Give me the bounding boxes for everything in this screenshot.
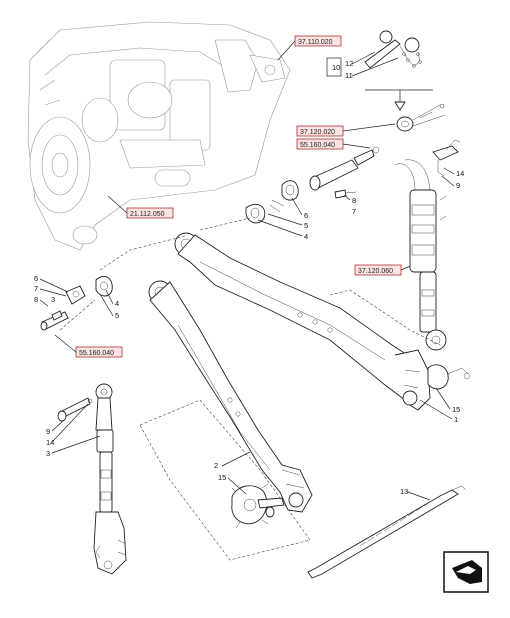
- callout-3: 3: [46, 449, 50, 458]
- callout-11: 11: [345, 71, 353, 80]
- right-bracket-clip: [432, 139, 461, 177]
- lower-link-arm-right: [174, 232, 471, 411]
- callout-2: 2: [214, 461, 218, 470]
- lynch-pin-chain-assembly: [326, 30, 446, 132]
- left-pin-parts: [40, 276, 113, 331]
- reference-box-37-120-060[interactable]: 37.120.060: [354, 264, 402, 276]
- callout-4-left: 4: [115, 299, 119, 308]
- pin-with-ring-lower: [231, 483, 285, 529]
- callout-12: 12: [345, 59, 353, 68]
- callout-14-lower: 14: [46, 438, 54, 447]
- callout-5-center: 5: [304, 221, 308, 230]
- reference-box-55-160-040-left[interactable]: 55.160.040: [75, 346, 123, 358]
- center-pin-parts: [245, 180, 357, 224]
- callout-13: 13: [400, 487, 408, 496]
- callout-7-left: 7: [34, 284, 38, 293]
- reference-box-37-110-020[interactable]: 37.110.020: [294, 35, 342, 47]
- svg-text:55.160.040: 55.160.040: [79, 350, 114, 357]
- lift-rod-pin: [57, 397, 93, 422]
- callout-14: 14: [456, 169, 464, 178]
- callout-7-center: 7: [352, 207, 356, 216]
- callout-15-lower: 15: [218, 473, 226, 482]
- assembly-guide-lines: [59, 217, 441, 561]
- callout-6-center: 6: [304, 211, 308, 220]
- reference-box-55-160-040-top[interactable]: 55.160.040: [296, 138, 344, 150]
- tractor-rear-housing: [27, 21, 291, 251]
- callout-8-center: 8: [352, 196, 356, 205]
- next-page-icon[interactable]: [443, 551, 489, 593]
- stabilizer-rod: [307, 485, 467, 579]
- callout-4-center: 4: [304, 232, 308, 241]
- callout-9-lower: 9: [46, 427, 50, 436]
- callout-15-right: 15: [452, 405, 460, 414]
- callout-9: 9: [456, 181, 460, 190]
- callout-6-left: 6: [34, 274, 38, 283]
- top-link-pin: [309, 146, 380, 191]
- callout-1: 1: [454, 415, 458, 424]
- reference-box-21-112-050[interactable]: 21.112.050: [126, 207, 174, 219]
- svg-text:21.112.050: 21.112.050: [130, 211, 165, 218]
- lift-rod-adjustable: [93, 383, 127, 575]
- svg-text:55.160.040: 55.160.040: [300, 142, 335, 149]
- svg-text:37.120.060: 37.120.060: [358, 268, 393, 275]
- callout-10: 10: [332, 63, 340, 72]
- lift-rod-cylinder: [394, 159, 447, 351]
- callout-5-left: 5: [115, 311, 119, 320]
- reference-box-37-120-020[interactable]: 37.120.020: [296, 125, 344, 137]
- svg-text:37.120.020: 37.120.020: [300, 129, 335, 136]
- callout-3-left: 3: [51, 295, 55, 304]
- svg-text:37.110.020: 37.110.020: [298, 39, 333, 46]
- callout-8-left: 8: [34, 295, 38, 304]
- lower-link-arm-left: [148, 280, 313, 513]
